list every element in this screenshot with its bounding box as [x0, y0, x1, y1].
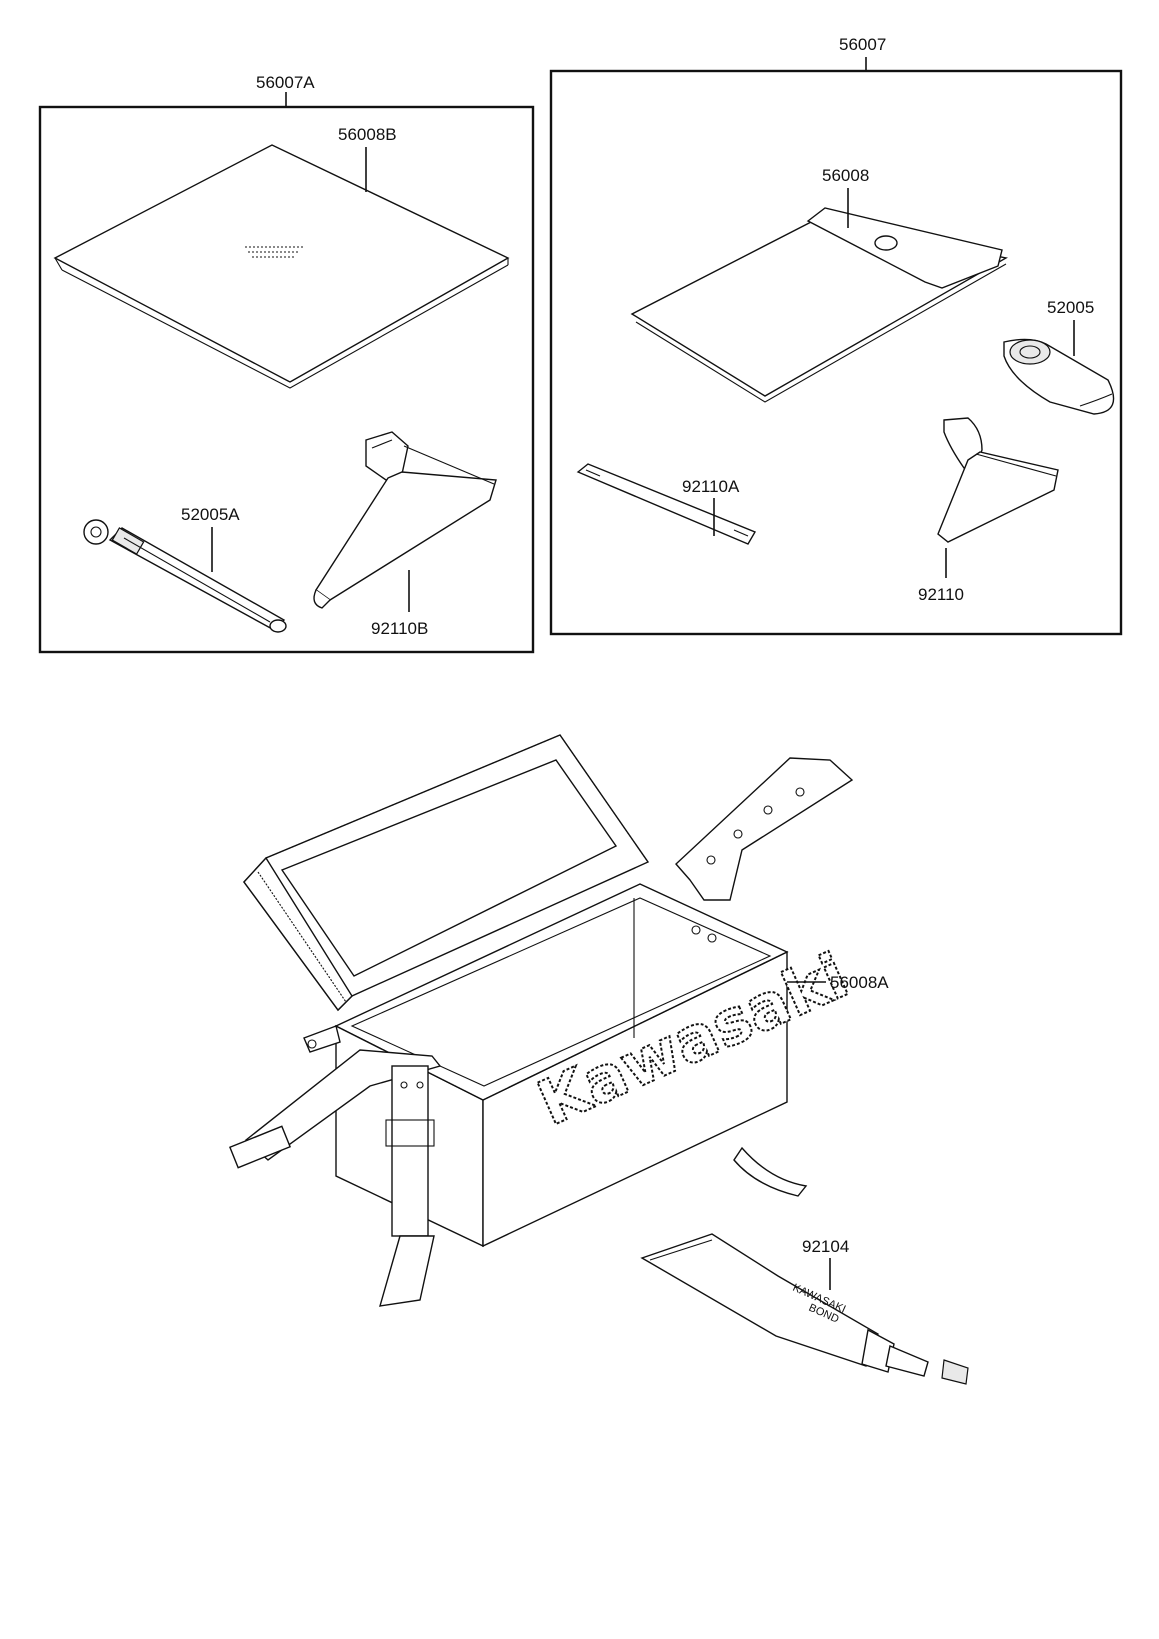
label-pouch: 56008: [822, 166, 869, 185]
kit-a-group: 56007A 56008B 52005A: [38, 73, 535, 654]
label-wrench-b: 92110B: [371, 619, 428, 638]
label-wrench: 92110: [918, 585, 964, 604]
kit-frame: [549, 69, 1123, 636]
label-tool-box: 56008A: [830, 973, 889, 992]
label-kit: 56007: [839, 35, 886, 54]
tire-gauge-a: [83, 519, 287, 633]
tool-pouch: [630, 207, 1008, 403]
spark-plug-wrench-b: [313, 431, 497, 609]
tool-box: Kawasaki: [229, 734, 860, 1307]
spark-plug-wrench: [937, 417, 1059, 543]
rear-strap: [675, 757, 854, 901]
owner-manual-sheet: [53, 144, 510, 389]
bond-tube: KAWASAKI BOND: [640, 1233, 969, 1385]
label-gauge: 52005: [1047, 298, 1094, 317]
tire-gauge: [1003, 338, 1115, 415]
label-kit-a: 56007A: [256, 73, 315, 92]
label-manual-b: 56008B: [338, 125, 397, 144]
flat-wrench-a: [576, 463, 757, 545]
label-bond: 92104: [802, 1237, 849, 1256]
label-gauge-a: 52005A: [181, 505, 240, 524]
tube-body: [640, 1233, 879, 1367]
kit-group: 56007 56008 52005 92110A: [549, 35, 1123, 636]
label-wrench-a: 92110A: [682, 477, 740, 496]
